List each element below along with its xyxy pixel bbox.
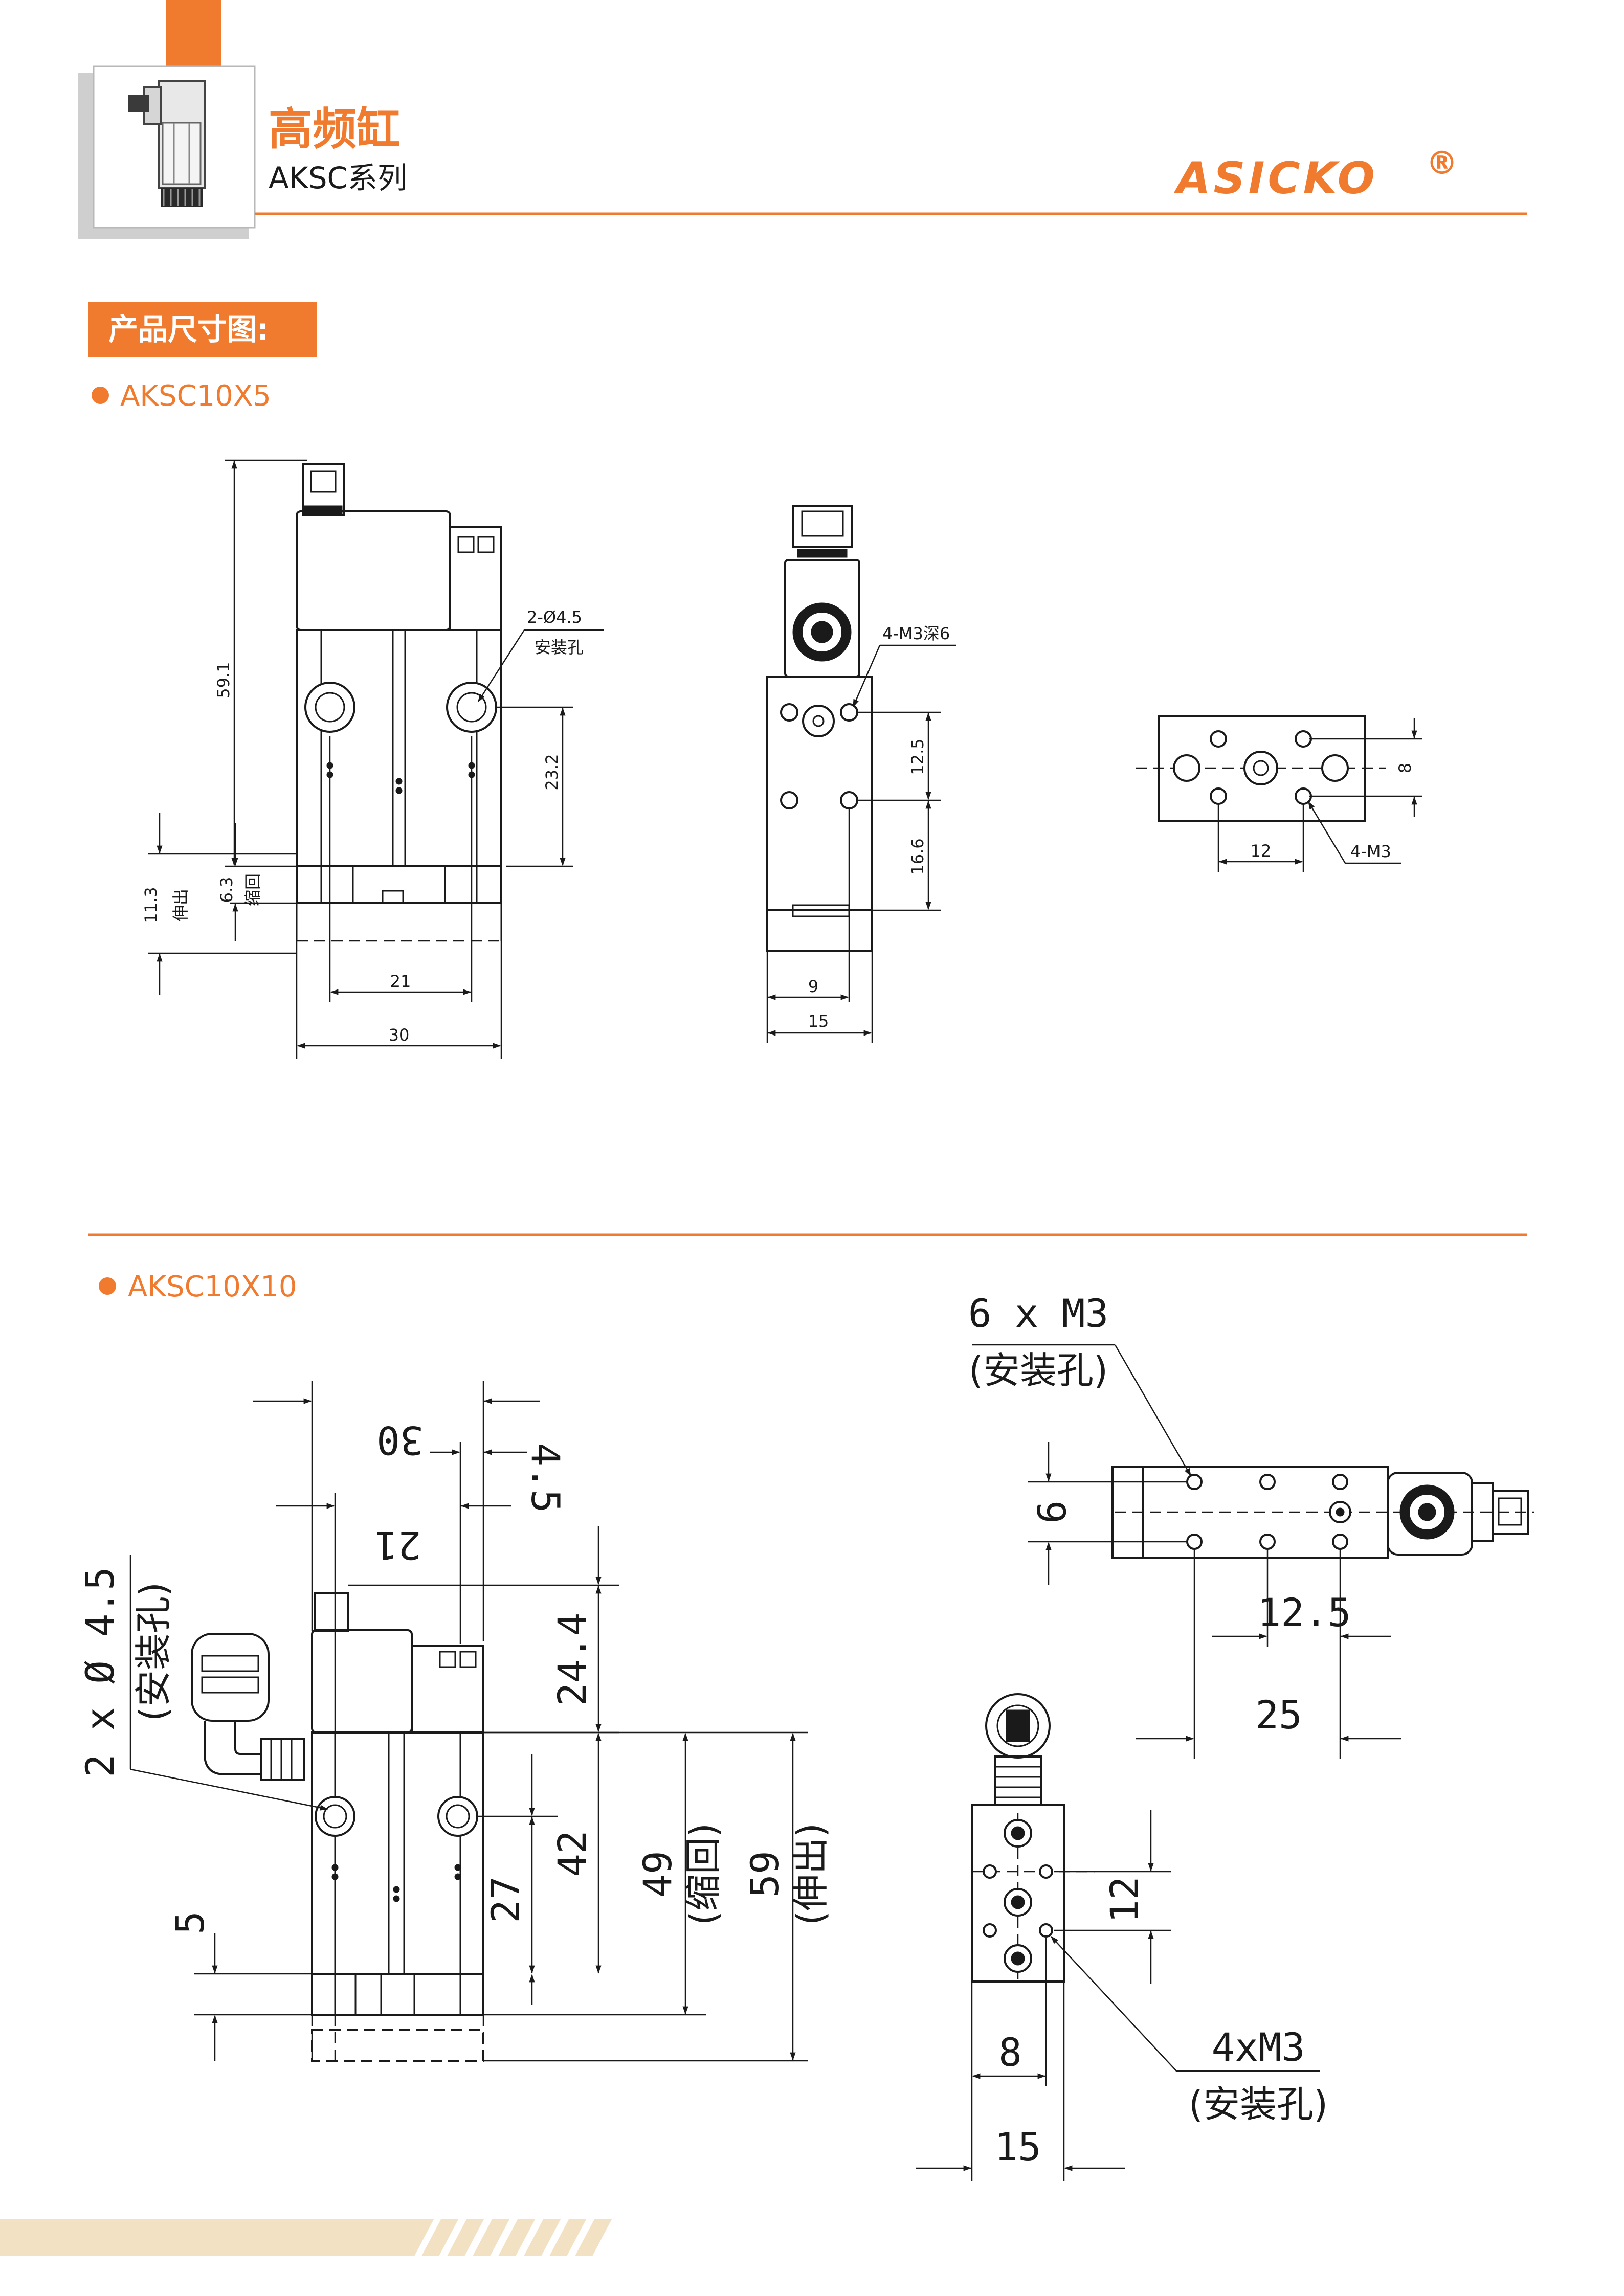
section-label: 产品尺寸图: [108, 312, 269, 347]
dim-a-15: 15 [808, 1011, 829, 1031]
model-b-name: AKSC10X10 [128, 1270, 297, 1303]
dim-a-m3: 4-M3 [1350, 842, 1391, 861]
product-series: AKSC系列 [269, 161, 407, 195]
footer-stripe [0, 2219, 612, 2256]
dim-b-holes-mount: (安装孔) [132, 1582, 175, 1721]
dim-b-12-5: 12.5 [1257, 1590, 1351, 1635]
dim-b-59: 59 [742, 1851, 788, 1898]
dim-b-4-5: 4.5 [523, 1443, 568, 1513]
brand-logo: ASICKO [1173, 153, 1378, 204]
dim-b-8: 8 [998, 2030, 1022, 2075]
dim-a-16-6: 16.6 [908, 838, 927, 874]
dim-a-23-2: 23.2 [542, 754, 562, 790]
dim-a-holes-note: 安装孔 [535, 638, 584, 657]
dim-a-holes: 2-Ø4.5 [527, 607, 582, 627]
dim-a-30: 30 [389, 1025, 410, 1045]
dim-b-9: 9 [1028, 1500, 1074, 1524]
product-thumbnail-icon [128, 80, 206, 207]
dim-b-mount: (安装孔) [969, 1349, 1108, 1392]
model-a-name: AKSC10X5 [120, 379, 271, 413]
dim-a-6-3: 6.3 [217, 877, 236, 903]
header-accent-tab [166, 0, 221, 66]
dim-a-21: 21 [390, 972, 411, 991]
dim-b-15: 15 [994, 2124, 1041, 2170]
dim-b-m3-4x: 4xM3 [1211, 2024, 1305, 2070]
dim-b-30: 30 [376, 1417, 424, 1463]
model-b-bullet [99, 1277, 116, 1295]
dim-b-27: 27 [483, 1876, 528, 1923]
model-a-side-view [766, 505, 873, 952]
brand-registered-mark: ® [1426, 144, 1458, 182]
model-a-bottom-dims: 8 12 4-M3 [1217, 718, 1422, 872]
model-b-front-dims: 30 4.5 21 24.4 42 27 49 (缩回) 59 [77, 1381, 832, 2062]
dim-b-m3-6x: 6 x M3 [968, 1291, 1109, 1336]
dim-a-9: 9 [808, 977, 818, 996]
page-header: 高频缸 AKSC系列 ASICKO ® [78, 0, 1527, 239]
dim-a-11-3: 11.3 [141, 887, 161, 923]
dim-a-retract: 缩回 [243, 873, 262, 906]
dim-b-mount2: (安装孔) [1189, 2083, 1328, 2126]
model-a-bottom-view [1136, 715, 1386, 822]
model-a-bullet [92, 387, 109, 404]
dim-b-21: 21 [374, 1522, 421, 1568]
model-b-top-view [1111, 1466, 1534, 1559]
dim-a-m3-deep: 4-M3深6 [882, 624, 950, 643]
model-b-side-dims: 12 4xM3 (安装孔) 8 15 [916, 1810, 1328, 2181]
product-title: 高频缸 [269, 104, 401, 155]
model-a-side-dims: 4-M3深6 12.5 16.6 9 15 [766, 624, 956, 1043]
dim-a-12: 12 [1251, 841, 1272, 861]
dim-a-8: 8 [1395, 763, 1415, 773]
model-a-front-dims: 59.1 23.2 2-Ø4.5 安装孔 11.3 伸出 6.3 缩回 21 3… [141, 459, 604, 1059]
dim-a-59-1: 59.1 [214, 662, 233, 698]
dim-b-12: 12 [1102, 1876, 1147, 1923]
dim-b-holes-2x: 2 x Ø 4.5 [77, 1567, 123, 1777]
dim-a-extend: 伸出 [171, 889, 190, 921]
dim-b-42: 42 [549, 1830, 595, 1877]
model-b-top-dims: 6 x M3 (安装孔) 9 12.5 25 [968, 1291, 1401, 1759]
dim-b-49: 49 [635, 1851, 680, 1898]
model-b-side-view [971, 1693, 1095, 1983]
dim-b-5: 5 [167, 1911, 213, 1934]
model-b-front-view [191, 1592, 484, 2062]
dim-b-extend: (伸出) [789, 1823, 832, 1925]
model-a-front-view [296, 463, 502, 942]
dim-b-25: 25 [1255, 1692, 1302, 1738]
dim-b-24-4: 24.4 [549, 1612, 595, 1706]
dim-b-retract: (缩回) [682, 1823, 725, 1925]
dim-a-12-5: 12.5 [908, 738, 927, 775]
section-label-box [88, 302, 317, 357]
